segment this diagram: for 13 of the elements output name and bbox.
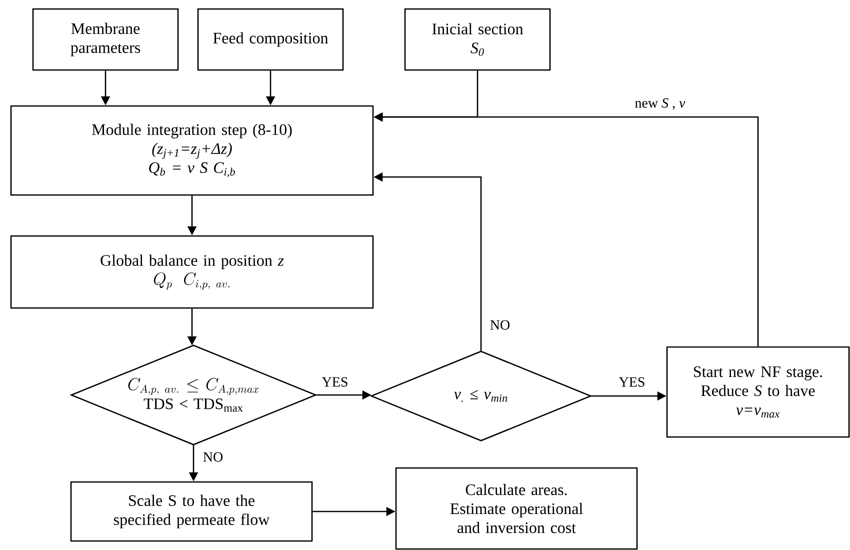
- process-box: Start new NF stage. Reduce S to have v=v$_{max}$: [666, 346, 850, 438]
- process-box: Global balance in position z $Q_p~~C_{i,p,~av.}$: [10, 235, 374, 309]
- edge-label: YES: [618, 376, 646, 388]
- process-box: Scale S to have the specified permeate flow: [70, 481, 313, 542]
- edge-label: NO: [202, 451, 224, 463]
- process-box: Calculate areas. Estimate operational and inversion cost: [395, 467, 638, 550]
- process-box: Module integration step (8-10) (z$_{j+1}$=z$_{j}$+Δz) Q$_{b}$ = v S C$_{i,b}$: [10, 105, 374, 196]
- process-box: Inicial section S$_{0}$: [404, 8, 551, 71]
- edge-label: new S , v: [634, 97, 686, 111]
- edge-label: NO: [488, 319, 512, 331]
- process-box: Feed composition: [197, 8, 344, 71]
- edge-label: YES: [320, 376, 350, 388]
- process-box: Membrane parameters: [32, 8, 179, 71]
